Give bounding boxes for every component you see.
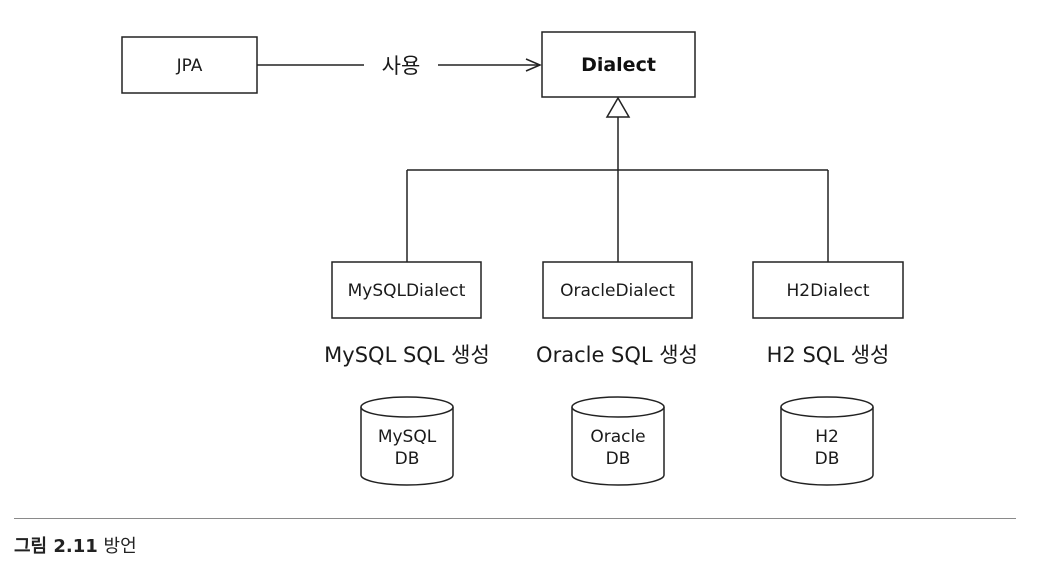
jpa-box-label: JPA <box>176 56 203 76</box>
uses-arrowhead <box>525 58 542 72</box>
mysql-sql-label: MySQL SQL 생성 <box>324 343 490 367</box>
h2-sql-label: H2 SQL 생성 <box>767 343 890 367</box>
figure-title: 방언 <box>103 536 137 557</box>
inheritance-triangle-icon <box>605 96 631 118</box>
mysql-db-cylinder-icon <box>360 396 454 486</box>
oracle-db-line1: Oracle <box>590 427 645 447</box>
mysql-db-line1: MySQL <box>378 427 437 447</box>
mysql-dialect-label: MySQLDialect <box>348 281 466 301</box>
mysql-db-line2: DB <box>395 449 420 469</box>
figure-number: 그림 2.11 <box>14 536 98 557</box>
h2-db-line1: H2 <box>815 427 839 447</box>
mysql-dialect-box <box>331 261 482 319</box>
h2-dialect-box <box>752 261 904 319</box>
dialect-box-label: Dialect <box>581 54 656 76</box>
oracle-sql-label: Oracle SQL 생성 <box>536 343 698 367</box>
dialect-box <box>541 31 696 98</box>
oracle-db-line2: DB <box>606 449 631 469</box>
jpa-box <box>121 36 258 94</box>
caption-divider <box>14 518 1016 519</box>
h2-db-cylinder-icon <box>780 396 874 486</box>
oracle-db-cylinder-icon <box>571 396 665 486</box>
h2-db-line2: DB <box>815 449 840 469</box>
h2-dialect-label: H2Dialect <box>786 281 869 301</box>
dialect-diagram: JPA 사용 Dialect MySQLDialect OracleDialec… <box>121 31 904 486</box>
uses-label: 사용 <box>382 54 421 78</box>
oracle-dialect-label: OracleDialect <box>560 281 675 301</box>
figure-caption: 그림 2.11 방언 <box>14 532 137 558</box>
oracle-dialect-box <box>542 261 693 319</box>
